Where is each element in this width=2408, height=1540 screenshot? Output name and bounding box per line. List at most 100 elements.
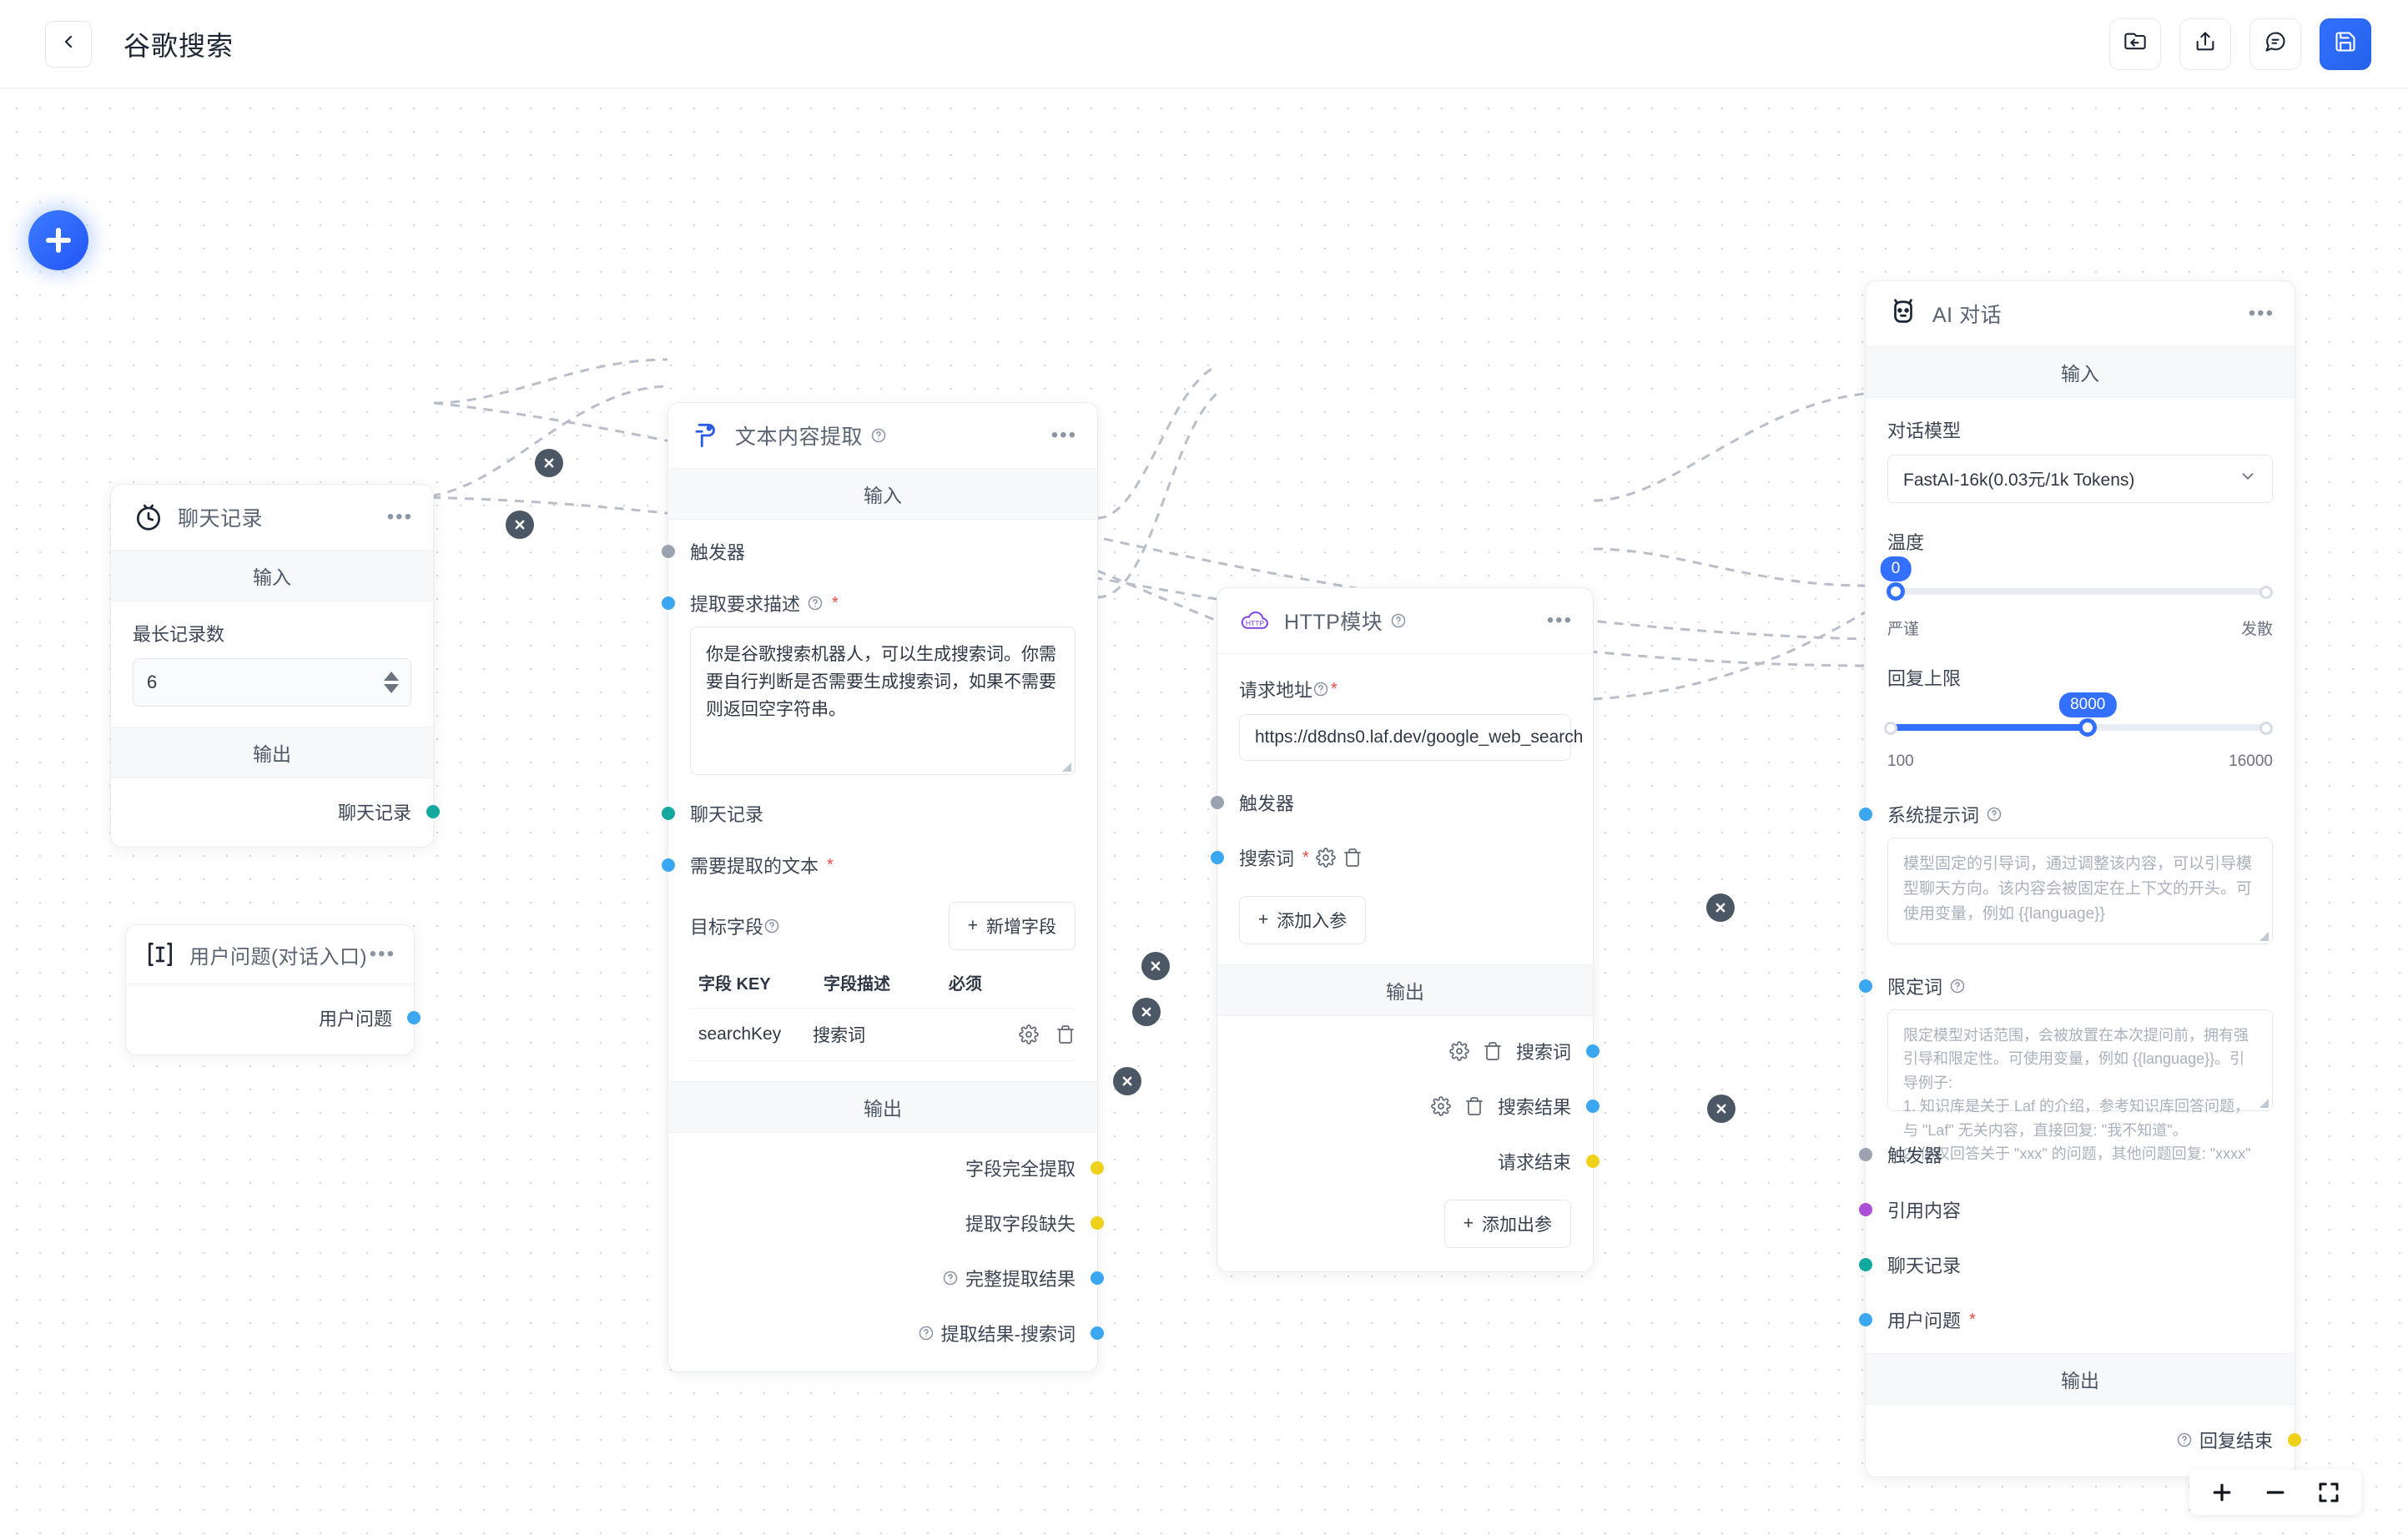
edge-delete-button[interactable]	[1141, 952, 1170, 980]
add-node-button[interactable]	[28, 210, 88, 270]
port-search-key-in[interactable]	[1211, 851, 1224, 864]
input-port-qualifier[interactable]: 限定词	[1859, 973, 2273, 999]
input-port-search-key[interactable]: 搜索词 *	[1211, 844, 1571, 871]
node-menu-button[interactable]: •••	[369, 943, 395, 965]
port-reply-finish-out[interactable]	[2288, 1433, 2301, 1447]
output-port-row[interactable]: 提取字段缺失	[690, 1210, 1104, 1236]
input-settings-icon[interactable]	[1315, 848, 1336, 868]
qualifier-textarea[interactable]: 限定模型对话范围，会被放置在本次提问前，拥有强引导和限定性。可使用变量，例如 {…	[1887, 1009, 2273, 1162]
port-user-question-in[interactable]	[1859, 1313, 1872, 1326]
system-prompt-textarea[interactable]: 模型固定的引导词，通过调整该内容，可以引导模型聊天方向。该内容会被固定在上下文的…	[1887, 838, 2273, 944]
node-menu-button[interactable]: •••	[386, 506, 413, 528]
import-folder-button[interactable]	[2109, 18, 2161, 70]
output-port-row[interactable]: 请求结束	[1239, 1148, 1599, 1175]
output-port-row[interactable]: 聊天记录	[133, 798, 440, 825]
input-delete-icon[interactable]	[1343, 848, 1363, 868]
port-chat-history-in[interactable]	[662, 807, 675, 820]
output-port-row[interactable]: 搜索词	[1239, 1038, 1599, 1064]
output-port-row[interactable]: 回复结束	[1887, 1427, 2301, 1453]
temperature-knob[interactable]	[1887, 582, 1905, 601]
input-port-trigger[interactable]: 触发器	[1859, 1141, 2273, 1168]
input-port-quote[interactable]: 引用内容	[1859, 1196, 2273, 1223]
zoom-out-button[interactable]	[2263, 1480, 2288, 1505]
edge-delete-button[interactable]	[1132, 998, 1161, 1026]
port-chat-history-in[interactable]	[1859, 1258, 1872, 1271]
output-port-row[interactable]: 完整提取结果	[690, 1265, 1104, 1291]
port-desc-in[interactable]	[662, 596, 675, 610]
stepper-arrows[interactable]	[384, 672, 399, 693]
port-request-finish-out[interactable]	[1586, 1155, 1599, 1168]
node-user-question[interactable]: 用户问题(对话入口) ••• 用户问题	[125, 924, 421, 1055]
flow-canvas[interactable]: 聊天记录 ••• 输入 最长记录数 6 输出 聊天记录	[0, 88, 2408, 1540]
field-settings-icon[interactable]	[1019, 1024, 1039, 1044]
output-delete-icon[interactable]	[1464, 1096, 1484, 1116]
port-chat-history-out[interactable]	[426, 805, 440, 818]
node-menu-button[interactable]: •••	[1050, 424, 1077, 446]
port-target-text-in[interactable]	[662, 858, 675, 872]
fit-screen-icon[interactable]	[2316, 1480, 2341, 1505]
add-input-param-button[interactable]: + 添加入参	[1239, 896, 1367, 944]
input-port-user-question[interactable]: 用户问题 *	[1859, 1306, 2273, 1333]
zoom-in-button[interactable]	[2209, 1480, 2234, 1505]
model-select[interactable]: FastAI-16k(0.03元/1k Tokens)	[1887, 455, 2273, 503]
input-port-trigger[interactable]: 触发器	[1211, 789, 1571, 816]
edge-delete-button[interactable]	[1113, 1067, 1141, 1095]
max-tokens-slider[interactable]: 8000	[1884, 692, 2273, 757]
output-port-row[interactable]: 用户问题	[148, 1004, 421, 1031]
port-trigger-in[interactable]	[1859, 1148, 1872, 1161]
port-full-result-out[interactable]	[1091, 1271, 1104, 1285]
back-button[interactable]	[45, 20, 92, 68]
table-row[interactable]: searchKey 搜索词	[690, 1008, 1076, 1061]
node-menu-button[interactable]: •••	[2248, 302, 2275, 325]
output-port-row[interactable]: 搜索结果	[1239, 1093, 1599, 1120]
help-icon[interactable]	[763, 918, 780, 934]
extract-desc-textarea[interactable]: 你是谷歌搜索机器人，可以生成搜索词。你需要自行判断是否需要生成搜索词，如果不需要…	[690, 627, 1076, 775]
save-button[interactable]	[2320, 18, 2371, 70]
port-search-result-out[interactable]	[1586, 1100, 1599, 1113]
output-settings-icon[interactable]	[1431, 1096, 1451, 1116]
port-field-missing-out[interactable]	[1091, 1216, 1104, 1230]
export-share-button[interactable]	[2179, 18, 2231, 70]
node-http-module[interactable]: HTTP HTTP模块 ••• 请求地址 * https://d8dns0.la…	[1211, 587, 1599, 1272]
help-icon[interactable]	[1949, 978, 1966, 994]
input-port-chat-history[interactable]: 聊天记录	[1859, 1251, 2273, 1278]
temperature-slider[interactable]: 0	[1880, 556, 2273, 622]
help-icon[interactable]	[942, 1270, 959, 1286]
zoom-controls[interactable]	[2189, 1470, 2361, 1515]
input-port-system-prompt[interactable]: 系统提示词	[1859, 801, 2273, 828]
node-chat-history[interactable]: 聊天记录 ••• 输入 最长记录数 6 输出 聊天记录	[110, 484, 440, 848]
request-url-input[interactable]: https://d8dns0.laf.dev/google_web_search	[1239, 714, 1583, 761]
node-menu-button[interactable]: •••	[1546, 609, 1573, 632]
max-tokens-knob[interactable]	[2078, 718, 2098, 737]
port-qualifier-in[interactable]	[1859, 979, 1872, 993]
node-text-extract[interactable]: 文本内容提取 ••• 输入 触发器 提取要求描述 *	[662, 402, 1104, 1372]
help-icon[interactable]	[870, 427, 887, 444]
add-field-button[interactable]: + 新增字段	[948, 902, 1076, 950]
port-search-key-out[interactable]	[1586, 1044, 1599, 1058]
edge-delete-button[interactable]	[535, 449, 563, 477]
max-records-input[interactable]: 6	[133, 658, 411, 707]
help-icon[interactable]	[1390, 612, 1407, 629]
help-icon[interactable]	[918, 1325, 934, 1341]
output-settings-icon[interactable]	[1449, 1041, 1469, 1061]
help-icon[interactable]	[1986, 806, 2002, 823]
input-port-chat-history[interactable]: 聊天记录	[662, 800, 1076, 827]
port-user-question-out[interactable]	[407, 1011, 421, 1024]
help-icon[interactable]	[807, 595, 824, 611]
edge-delete-button[interactable]	[1706, 893, 1735, 922]
field-delete-icon[interactable]	[1055, 1024, 1076, 1044]
port-trigger-in[interactable]	[662, 545, 675, 558]
input-port-desc[interactable]: 提取要求描述 *	[662, 590, 1076, 617]
chat-test-button[interactable]	[2249, 18, 2301, 70]
input-port-trigger[interactable]: 触发器	[662, 538, 1076, 565]
port-system-prompt-in[interactable]	[1859, 808, 1872, 821]
node-ai-chat[interactable]: AI 对话 ••• 输入 对话模型 FastAI-16k(0.03元/1k To…	[1859, 280, 2301, 1477]
edge-delete-button[interactable]	[1707, 1095, 1735, 1123]
output-port-row[interactable]: 提取结果-搜索词	[690, 1320, 1104, 1346]
output-delete-icon[interactable]	[1483, 1041, 1503, 1061]
port-trigger-in[interactable]	[1211, 796, 1224, 809]
add-output-param-button[interactable]: + 添加出参	[1443, 1200, 1571, 1248]
input-port-target-text[interactable]: 需要提取的文本 *	[662, 852, 1076, 878]
port-search-key-out[interactable]	[1091, 1326, 1104, 1340]
edge-delete-button[interactable]	[506, 511, 534, 539]
